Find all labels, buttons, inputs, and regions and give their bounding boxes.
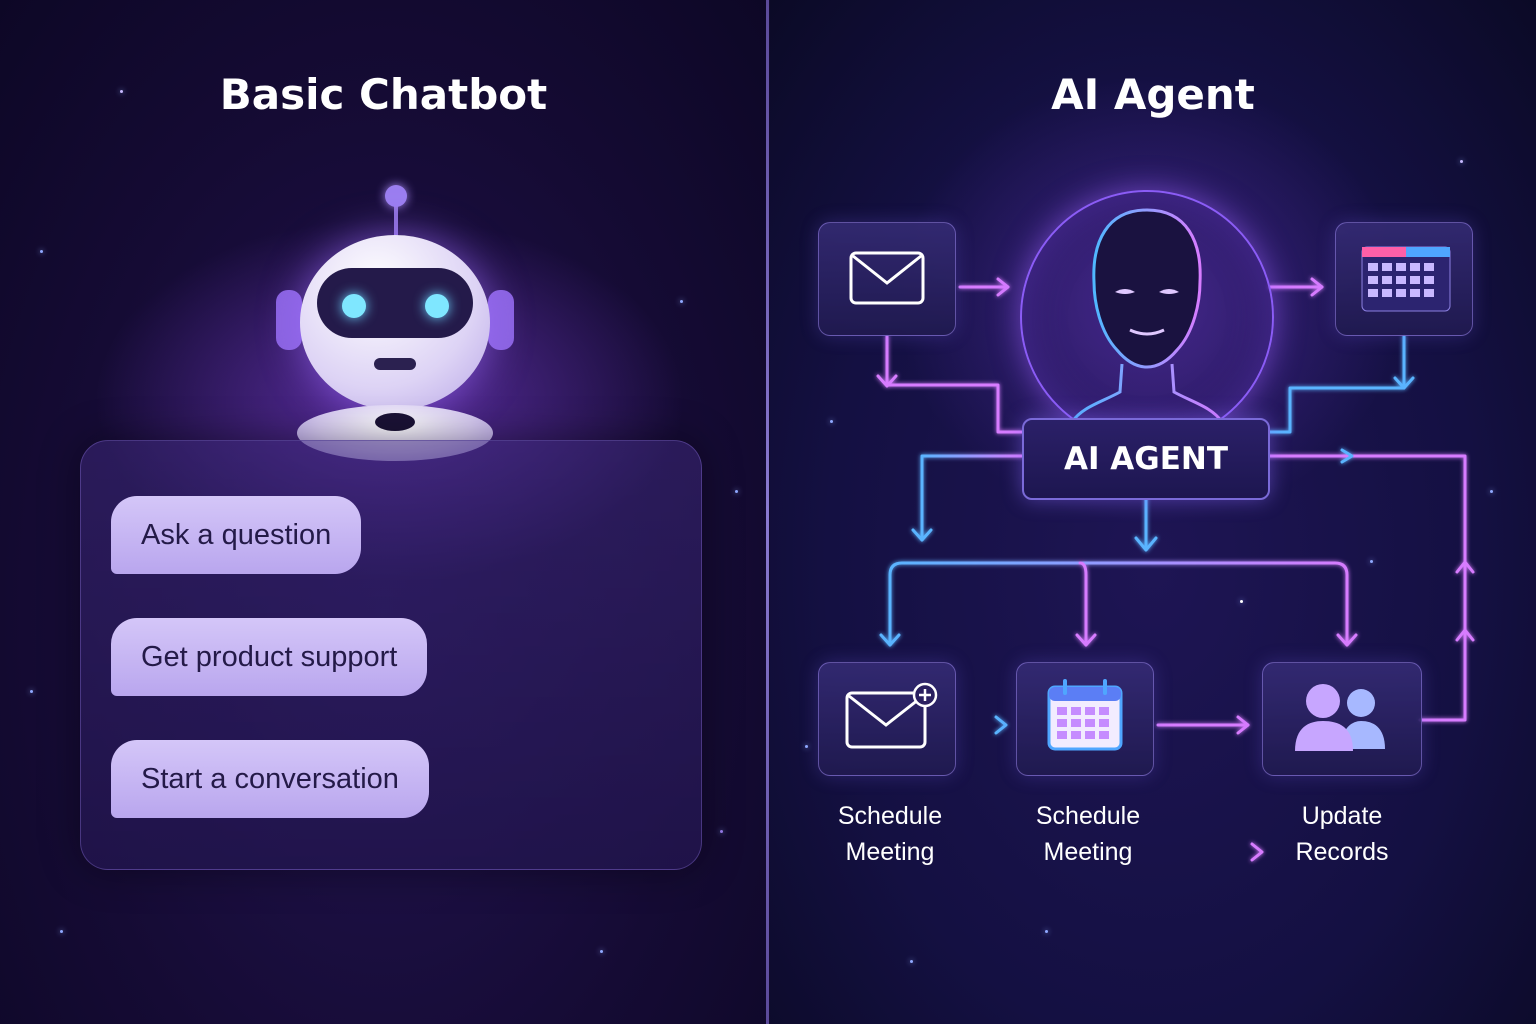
input-mail-node (818, 222, 956, 336)
input-calendar-node (1335, 222, 1473, 336)
mail-plus-icon (845, 682, 938, 749)
flow-connectors (876, 277, 1475, 862)
mail-icon (849, 251, 925, 305)
ai-agent-panel: AI Agent (770, 0, 1536, 1024)
step-3-line1: Update (1301, 802, 1383, 830)
chat-window: Ask a question Get product support Start… (80, 440, 702, 870)
step-label-2: Schedule Meeting (1008, 798, 1168, 870)
ai-agent-avatar (1020, 190, 1274, 444)
step-2-line2: Meeting (1043, 838, 1133, 866)
chat-option-start-conversation[interactable]: Start a conversation (111, 740, 429, 818)
users-icon (1295, 684, 1385, 751)
calendar-icon (1047, 679, 1123, 751)
step-node-calendar (1016, 662, 1154, 776)
step-2-line1: Schedule (1035, 802, 1141, 830)
basic-chatbot-panel: Basic Chatbot Ask a question Get product… (0, 0, 767, 1024)
step-label-3: Update Records (1262, 798, 1422, 870)
step-1-line2: Meeting (845, 838, 935, 866)
step-1-line1: Schedule (837, 802, 943, 830)
chat-option-product-support[interactable]: Get product support (111, 618, 428, 696)
calendar-icon (1361, 246, 1451, 312)
step-node-mail (818, 662, 956, 776)
step-node-users (1262, 662, 1422, 776)
panel-title-chatbot: Basic Chatbot (219, 70, 548, 119)
ai-agent-label: AI AGENT (1022, 418, 1270, 500)
robot-icon (270, 180, 520, 461)
chat-option-ask-question[interactable]: Ask a question (111, 496, 362, 574)
panel-divider (766, 0, 769, 1024)
panel-title-agent: AI Agent (1051, 70, 1255, 119)
step-label-1: Schedule Meeting (810, 798, 970, 870)
agent-face-icon (1070, 208, 1224, 423)
step-3-line2: Records (1295, 838, 1389, 866)
